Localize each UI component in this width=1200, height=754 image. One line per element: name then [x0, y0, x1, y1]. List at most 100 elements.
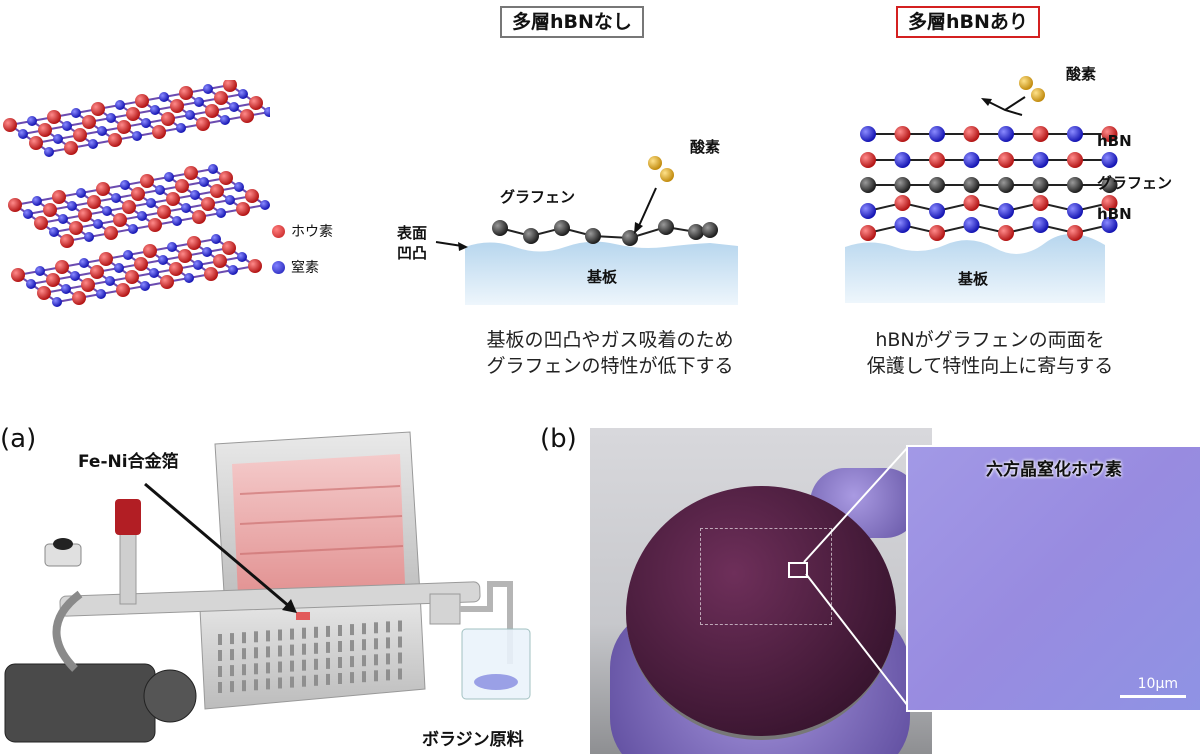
wafer-photo [590, 428, 932, 754]
nitrogen-atom [52, 297, 62, 307]
furnace-vent [326, 657, 330, 669]
nitrogen-atom [238, 89, 248, 99]
furnace-vent [314, 642, 318, 654]
furnace-vent [314, 658, 318, 670]
carbon-atom [1032, 177, 1049, 193]
boron-atom [152, 125, 166, 139]
furnace-vent [254, 663, 258, 675]
furnace-vent [278, 661, 282, 673]
boron-atom [210, 184, 224, 198]
boron-atom [1067, 225, 1083, 241]
nitrogen-atom [149, 268, 159, 278]
boron-atom [87, 195, 101, 209]
heater-line [239, 485, 401, 495]
furnace-vent [386, 637, 390, 649]
nitrogen-atom [199, 177, 209, 187]
legend: ホウ素 窒素 [272, 222, 333, 276]
carbon-atom [1101, 177, 1118, 193]
nitrogen-atom-icon [272, 260, 285, 274]
borazine-liquid [474, 674, 518, 690]
boron-atom [126, 107, 140, 121]
nitrogen-atom [61, 284, 71, 294]
caption-line: グラフェンの特性が低下する [486, 355, 734, 377]
boron-atom [222, 241, 236, 255]
panel-b-tag: (b) [540, 424, 577, 454]
furnace-vent [398, 668, 402, 680]
surface-arrow-head [458, 242, 468, 251]
nitrogen-atom [202, 247, 212, 257]
boron-atom [99, 252, 113, 266]
carbon-atom [998, 177, 1014, 193]
hbn-lattice-illustration [3, 80, 270, 307]
nitrogen-atom [894, 217, 911, 233]
furnace-heater-upper [232, 454, 405, 596]
boron-atom [161, 112, 175, 126]
boron-atom [8, 198, 22, 212]
with-hbn-title: 多層hBNあり [896, 6, 1040, 38]
nitrogen-atom [998, 126, 1014, 142]
micrograph-inset: 六方晶窒化ホウ素 10μm [906, 445, 1200, 712]
nitrogen-atom [137, 211, 147, 221]
red-valve-body [115, 499, 141, 535]
furnace-vent [290, 644, 294, 656]
boron-atom [860, 225, 876, 241]
furnace-vent [254, 647, 258, 659]
nitrogen-atom [860, 203, 876, 219]
boron-atom [140, 174, 154, 188]
nitrogen-atom [164, 172, 174, 182]
boron-atom [73, 128, 87, 142]
panel-a-tag: (a) [0, 424, 37, 454]
nitrogen-atom [234, 182, 244, 192]
nitrogen-atom [860, 126, 876, 142]
furnace-vent [230, 665, 234, 677]
carbon-atom [860, 177, 876, 193]
furnace-vent [362, 623, 366, 635]
nitrogen-atom [140, 281, 150, 291]
boron-atom [52, 190, 66, 204]
carbon-atom [894, 177, 911, 193]
nitrogen-atom [155, 185, 165, 195]
nitrogen-atom [27, 116, 37, 126]
nitrogen-atom [88, 139, 98, 149]
nitrogen-atom [894, 152, 911, 168]
furnace-vent [326, 673, 330, 685]
boron-atom [998, 152, 1014, 168]
nitrogen-atom [176, 123, 186, 133]
boron-atom [37, 286, 51, 300]
with-hbn-oxygen-label: 酸素 [1066, 65, 1097, 83]
boron-atom [998, 225, 1014, 241]
furnace-vent [386, 621, 390, 633]
nitrogen-atom [102, 206, 112, 216]
boron-atom [134, 257, 148, 271]
nitrogen-atom [26, 279, 36, 289]
nitrogen-atom [1101, 217, 1118, 233]
caption-line: 保護して特性向上に寄与する [866, 355, 1114, 377]
furnace-vent [386, 669, 390, 681]
nitrogen-atom [208, 164, 218, 174]
surface-label-line1: 表面 [397, 224, 428, 242]
furnace-vent [326, 641, 330, 653]
nitrogen-atom [194, 97, 204, 107]
boron-atom-icon [272, 224, 285, 238]
furnace-vent [302, 643, 306, 655]
boron-atom [169, 262, 183, 276]
boron-atom [3, 118, 17, 132]
nitrogen-atom [229, 102, 239, 112]
nitrogen-atom [35, 266, 45, 276]
nitrogen-atom [93, 219, 103, 229]
furnace-vent [386, 653, 390, 665]
furnace-vent [302, 659, 306, 671]
boron-atom [82, 115, 96, 129]
boron-atom [179, 86, 193, 100]
pump-motor [143, 669, 197, 723]
carbon-atom [492, 220, 508, 236]
carbon-atom [523, 228, 539, 244]
boron-atom [219, 171, 233, 185]
furnace-vent [230, 681, 234, 693]
furnace-vent [254, 679, 258, 691]
layer-label-middle: グラフェン [1097, 174, 1173, 192]
boron-atom [175, 179, 189, 193]
furnace-vent [374, 622, 378, 634]
furnace-vent [338, 625, 342, 636]
legend-label-nitrogen: 窒素 [291, 260, 319, 276]
